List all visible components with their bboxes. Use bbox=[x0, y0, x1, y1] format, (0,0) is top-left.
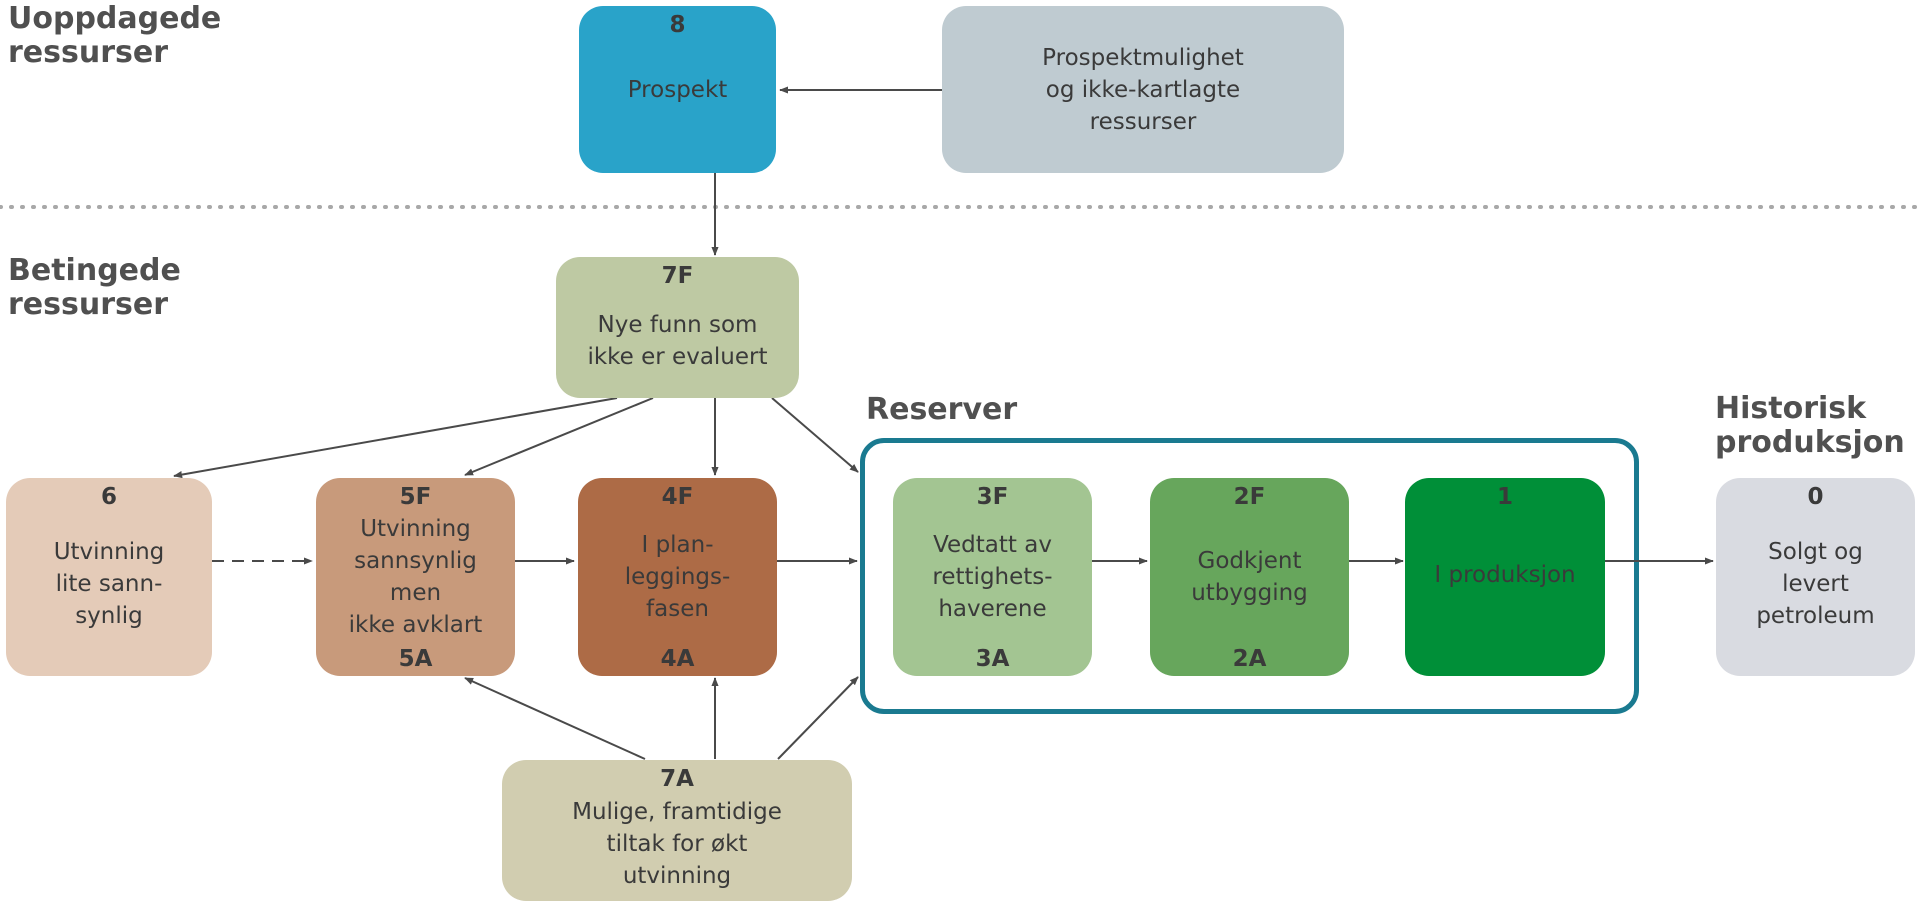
prospect-code: 8 bbox=[669, 12, 686, 38]
recovery-likely-code-bottom: 5A bbox=[398, 646, 433, 672]
arrow-7f-to-6 bbox=[173, 397, 618, 479]
section-contingent-resources: Betingede ressurser bbox=[8, 253, 181, 322]
arrow-7f-to-reserves bbox=[771, 397, 859, 473]
arrow-7a-to-5a bbox=[464, 677, 646, 760]
planning-code: 4F bbox=[661, 484, 694, 510]
recovery-unlikely-box: 6 Utvinning lite sann- synlig bbox=[6, 478, 212, 676]
reserves-frame bbox=[860, 438, 1639, 714]
section-historical-production: Historisk produksjon bbox=[1715, 391, 1905, 460]
recovery-likely-label: Utvinning sannsynlig men ikke avklart bbox=[348, 516, 483, 638]
approved-label: Godkjent utbygging bbox=[1191, 548, 1308, 606]
approved-box: 2F Godkjent utbygging 2A bbox=[1150, 478, 1349, 676]
sold-code: 0 bbox=[1807, 484, 1824, 510]
new-discoveries-label: Nye funn som ikke er evaluert bbox=[587, 311, 768, 370]
planning-label: I plan- leggings- fasen bbox=[624, 532, 731, 622]
prospect-box: 8 Prospekt bbox=[579, 6, 776, 173]
recovery-unlikely-code: 6 bbox=[100, 484, 117, 510]
decided-box: 3F Vedtatt av rettighets- haverene 3A bbox=[893, 478, 1092, 676]
sold-box: 0 Solgt og levert petroleum bbox=[1716, 478, 1915, 676]
section-undiscovered-resources: Uoppdagede ressurser bbox=[8, 1, 222, 70]
arrow-7f-to-5f bbox=[464, 397, 654, 476]
recovery-likely-code: 5F bbox=[399, 484, 432, 510]
prospect-label: Prospekt bbox=[627, 76, 728, 103]
decided-code: 3F bbox=[976, 484, 1009, 510]
planning-code-bottom: 4A bbox=[660, 646, 695, 672]
approved-code: 2F bbox=[1233, 484, 1266, 510]
future-measures-box: 7A Mulige, framtidige tiltak for økt utv… bbox=[502, 760, 852, 901]
in-production-label: I produksjon bbox=[1434, 562, 1576, 588]
prospect-opportunity-label: Prospektmulighet og ikke-kartlagte ressu… bbox=[1042, 44, 1244, 135]
section-reserves: Reserver bbox=[866, 392, 1018, 427]
approved-code-bottom: 2A bbox=[1232, 646, 1267, 672]
new-discoveries-code: 7F bbox=[661, 263, 694, 289]
recovery-unlikely-label: Utvinning lite sann- synlig bbox=[53, 539, 165, 629]
recovery-likely-box: 5F Utvinning sannsynlig men ikke avklart… bbox=[316, 478, 515, 676]
prospect-opportunity-box: Prospektmulighet og ikke-kartlagte ressu… bbox=[942, 6, 1344, 173]
future-measures-label: Mulige, framtidige tiltak for økt utvinn… bbox=[572, 798, 782, 889]
in-production-box: 1 I produksjon bbox=[1405, 478, 1605, 676]
new-discoveries-box: 7F Nye funn som ikke er evaluert bbox=[556, 257, 799, 398]
in-production-code: 1 bbox=[1496, 484, 1513, 510]
arrow-7a-to-reserves bbox=[777, 676, 859, 760]
planning-box: 4F I plan- leggings- fasen 4A bbox=[578, 478, 777, 676]
decided-code-bottom: 3A bbox=[975, 646, 1010, 672]
decided-label: Vedtatt av rettighets- haverene bbox=[932, 532, 1053, 622]
future-measures-code: 7A bbox=[660, 766, 694, 792]
sold-label: Solgt og levert petroleum bbox=[1756, 539, 1875, 629]
